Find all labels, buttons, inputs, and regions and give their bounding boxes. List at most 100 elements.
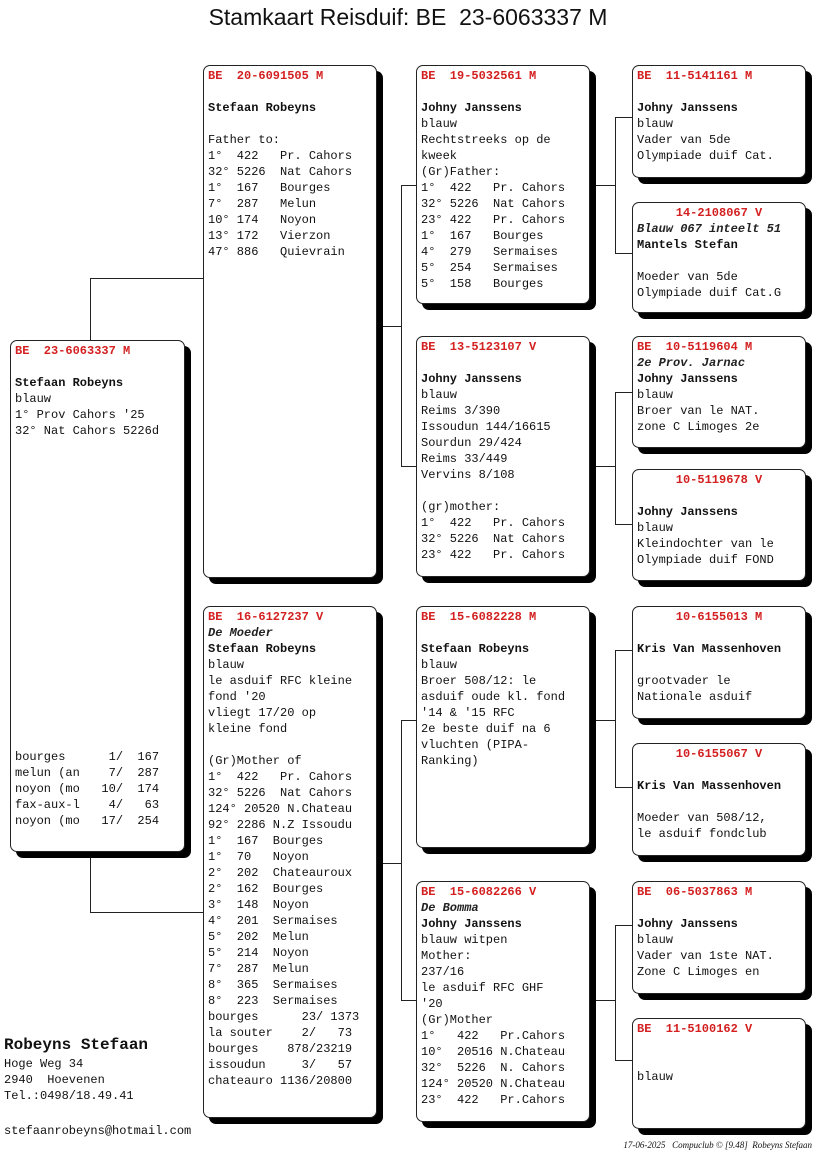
info-line: 1° 422 Pr. Cahors xyxy=(421,516,566,530)
info-line: (Gr)Mother of xyxy=(208,754,302,768)
info-line: 1° 70 Noyon xyxy=(208,850,309,864)
info-line: kweek xyxy=(421,149,458,163)
footer-text: 17-06-2025 Compuclub © [9.48] Robeyns St… xyxy=(623,1140,812,1150)
ring-number: BE 13-5123107 V xyxy=(421,340,537,354)
info-line xyxy=(637,762,801,778)
connector xyxy=(90,912,203,913)
info-line xyxy=(421,355,585,371)
owner-name: Robeyns Stefaan xyxy=(4,1036,149,1054)
info-line: 4° 201 Sermaises xyxy=(208,914,338,928)
owner-phone: Tel.:0498/18.49.41 xyxy=(4,1089,134,1103)
connector xyxy=(589,720,615,721)
info-line xyxy=(637,488,801,504)
info-line: bourges 878/23219 xyxy=(208,1042,353,1056)
info-line: Olympiade duif Cat.G xyxy=(637,286,782,300)
breeder-name: Johny Janssens xyxy=(637,917,738,931)
breeder-name: Johny Janssens xyxy=(637,372,738,386)
result-line: noyon (mo 10/ 174 xyxy=(15,782,160,796)
ring-number: BE 10-5119604 M xyxy=(637,340,753,354)
info-line: bourges 23/ 1373 xyxy=(208,1010,360,1024)
info-line: 8° 223 Sermaises xyxy=(208,994,338,1008)
info-line: 124° 20520 N.Chateau xyxy=(421,1077,566,1091)
info-line: kleine fond xyxy=(208,722,288,736)
owner-email: stefaanrobeyns@hotmail.com xyxy=(4,1124,192,1138)
connector xyxy=(589,466,615,467)
info-line xyxy=(637,794,801,810)
info-line: 2e beste duif na 6 xyxy=(421,722,551,736)
info-line: 8° 365 Sermaises xyxy=(208,978,338,992)
ring-number: BE 16-6127237 V xyxy=(208,610,324,624)
info-line: 2° 202 Chateauroux xyxy=(208,866,353,880)
info-line: le asduif RFC kleine xyxy=(208,674,353,688)
owner-street: Hoge Weg 34 xyxy=(4,1057,84,1071)
result-line: melun (an 7/ 287 xyxy=(15,766,160,780)
info-line xyxy=(15,359,180,375)
info-line: 23° 422 Pr. Cahors xyxy=(421,548,566,562)
info-line: Nationale asduif xyxy=(637,690,753,704)
connector xyxy=(90,278,91,340)
info-line: 1° 422 Pr.Cahors xyxy=(421,1029,566,1043)
owner-city: 2940 Hoevenen xyxy=(4,1073,105,1087)
connector xyxy=(376,326,401,327)
info-line: blauw xyxy=(208,658,245,672)
connector xyxy=(401,466,416,467)
info-line: 5° 214 Noyon xyxy=(208,946,309,960)
info-line: 32° 5226 Nat Cahors xyxy=(421,532,566,546)
connector xyxy=(90,278,203,279)
breeder-name: Johny Janssens xyxy=(421,101,522,115)
info-line: asduif oude kl. fond xyxy=(421,690,566,704)
info-line xyxy=(637,1037,801,1053)
connector xyxy=(615,392,616,525)
info-line xyxy=(637,1053,801,1069)
info-line: 1° 167 Bourges xyxy=(208,181,331,195)
info-line: 32° 5226 N. Cahors xyxy=(421,1061,566,1075)
connector xyxy=(401,720,416,721)
info-line xyxy=(637,84,801,100)
info-line: blauw xyxy=(421,658,458,672)
connector xyxy=(401,185,416,186)
ring-number: BE 23-6063337 M xyxy=(15,344,131,358)
info-line: (Gr)Mother xyxy=(421,1013,494,1027)
result-line: bourges 1/ 167 xyxy=(15,750,160,764)
info-line: Broer 508/12: le xyxy=(421,674,537,688)
info-line: la souter 2/ 73 xyxy=(208,1026,353,1040)
connector xyxy=(615,787,632,788)
breeder-name: Stefaan Robeyns xyxy=(15,376,124,390)
info-line xyxy=(637,625,801,641)
info-line: chateauro 1136/20800 xyxy=(208,1074,353,1088)
info-line xyxy=(637,253,801,269)
info-line: 13° 172 Vierzon xyxy=(208,229,331,243)
info-line: Sourdun 29/424 xyxy=(421,436,522,450)
pigeon-nickname: De Bomma xyxy=(421,901,479,915)
breeder-name: Mantels Stefan xyxy=(637,238,738,252)
info-line: Father to: xyxy=(208,133,281,147)
info-line: Reims 33/449 xyxy=(421,452,508,466)
info-line: Kleindochter van le xyxy=(637,537,774,551)
info-line: Vader van 5de xyxy=(637,133,731,147)
info-line: 3° 148 Noyon xyxy=(208,898,309,912)
info-line: 4° 279 Sermaises xyxy=(421,245,558,259)
page-title: Stamkaart Reisduif: BE 23-6063337 M xyxy=(208,4,608,30)
info-line: 32° 5226 Nat Cahors xyxy=(421,197,566,211)
connector xyxy=(615,925,632,926)
result-line: noyon (mo 17/ 254 xyxy=(15,814,160,828)
info-line: Moeder van 5de xyxy=(637,270,738,284)
info-line: 1° 422 Pr. Cahors xyxy=(208,149,353,163)
info-line: Mother: xyxy=(421,949,472,963)
